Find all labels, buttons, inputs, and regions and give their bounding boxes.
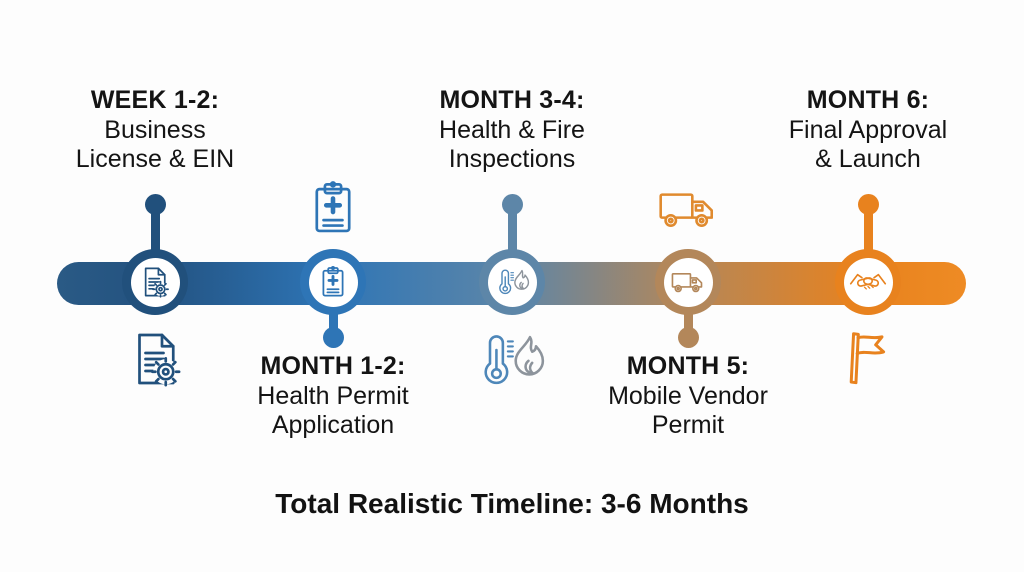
milestone-heading: WEEK 1-2: [90, 86, 220, 114]
milestone-stem [150, 204, 160, 284]
milestone-dot [322, 327, 344, 348]
truck-icon [663, 257, 713, 307]
milestone-line2: Permit [651, 411, 725, 439]
milestone-dot [677, 327, 699, 348]
milestone-line1: Health & Fire [439, 116, 585, 144]
milestone-dot [501, 194, 523, 215]
milestone-node [835, 249, 901, 315]
milestone-line2: Inspections [448, 145, 576, 173]
clipboard-medical-icon [306, 179, 360, 237]
thermometer-flame-icon [487, 257, 537, 307]
document-gear-icon [130, 257, 180, 307]
milestone-heading: MONTH 5: [626, 352, 750, 380]
milestone-node [300, 249, 366, 315]
milestone-label: MONTH 5: Mobile Vendor Permit [528, 351, 848, 440]
milestone-heading: MONTH 6: [806, 86, 930, 114]
milestone-line2: & Launch [815, 145, 921, 173]
milestone-stem [863, 204, 873, 284]
milestone-line2: Application [271, 411, 395, 439]
handshake-icon [843, 257, 893, 307]
thermometer-flame-icon [470, 331, 550, 389]
milestone-line2: License & EIN [75, 145, 235, 173]
milestone-label: MONTH 3-4: Health & Fire Inspections [352, 85, 672, 174]
milestone-label: MONTH 1-2: Health Permit Application [173, 351, 493, 440]
milestone-line1: Health Permit [257, 382, 409, 410]
milestone-stem [507, 204, 517, 284]
milestone-node [122, 249, 188, 315]
milestone-dot [857, 194, 879, 215]
milestone-heading: MONTH 3-4: [439, 86, 585, 114]
milestone-node [655, 249, 721, 315]
milestone-line1: Mobile Vendor [608, 382, 768, 410]
flag-icon [841, 329, 893, 389]
milestone-heading: MONTH 1-2: [260, 352, 406, 380]
milestone-label: WEEK 1-2: Business License & EIN [0, 85, 315, 174]
document-gear-icon [126, 329, 186, 389]
clipboard-medical-icon [308, 257, 358, 307]
milestone-line1: Final Approval [788, 116, 948, 144]
milestone-node [479, 249, 545, 315]
milestone-line1: Business [104, 116, 206, 144]
truck-icon [656, 186, 720, 232]
milestone-dot [144, 194, 166, 215]
milestone-label: MONTH 6: Final Approval & Launch [708, 85, 1024, 174]
total-timeline-text: Total Realistic Timeline: 3-6 Months [275, 488, 749, 519]
